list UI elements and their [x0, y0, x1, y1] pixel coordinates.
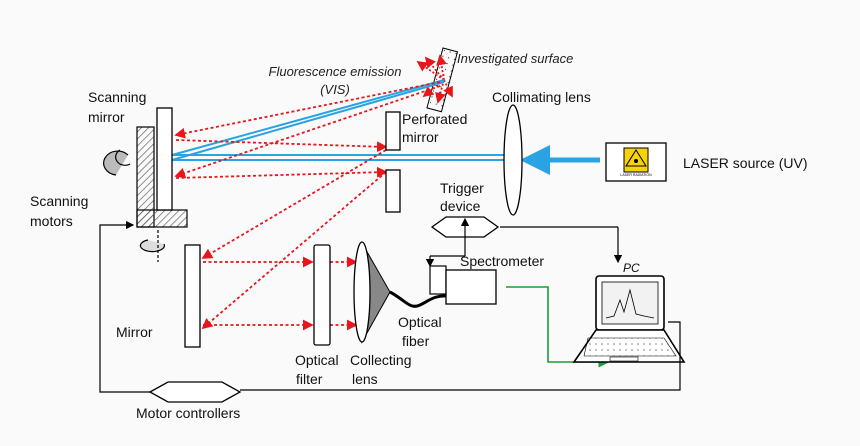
laser-badge-text: LASER RADIATION — [620, 173, 652, 177]
motor-controllers-label: Motor controllers — [136, 405, 240, 421]
optical-filter-label-line1: Optical — [295, 352, 339, 368]
motor-control-line — [99, 220, 150, 393]
optical-fiber-label-line2: fiber — [402, 333, 430, 349]
trigger-device-label-line2: device — [440, 198, 481, 214]
laser-warning-icon — [625, 149, 647, 167]
laptop-pc-icon — [572, 275, 686, 363]
scanning-mirror-label-line2: mirror — [88, 109, 125, 125]
spectrometer — [429, 265, 497, 305]
investigated-surface-label: Investigated surface — [457, 51, 573, 66]
optical-fiber-label-line1: Optical — [398, 314, 442, 330]
fluorescence-label-line1: Fluorescence emission — [269, 64, 402, 79]
laser-source: LASER RADIATION — [605, 142, 667, 182]
mirror-label: Mirror — [116, 324, 153, 340]
perforated-mirror — [385, 111, 401, 213]
trigger-device-label-line1: Trigger — [440, 180, 484, 196]
optical-filter-label-line2: filter — [296, 371, 323, 387]
optical-fiber — [389, 290, 449, 308]
collecting-lens-label-line2: lens — [352, 371, 378, 387]
collimating-lens-label: Collimating lens — [492, 89, 591, 105]
fluorescence-return-path — [174, 81, 441, 331]
scanning-motors-label-line1: Scanning — [30, 193, 88, 209]
laser-source-label: LASER source (UV) — [683, 155, 807, 171]
pc-to-motor-line — [240, 321, 681, 391]
motor-controllers — [148, 381, 242, 403]
scanning-mirror — [136, 107, 188, 228]
perforated-mirror-label-line2: mirror — [402, 129, 439, 145]
scanning-motors-label-line2: motors — [30, 213, 73, 229]
optical-filter — [313, 244, 331, 346]
collecting-lens-label-line1: Collecting — [350, 352, 411, 368]
rotation-icon — [103, 149, 166, 262]
spectrometer-label: Spectrometer — [460, 253, 544, 269]
collecting-lens — [353, 241, 391, 344]
mirror — [184, 244, 201, 348]
pc-label: PC — [623, 261, 640, 275]
fluorescence-label-line2: (VIS) — [320, 82, 350, 97]
perforated-mirror-label-line1: Perforated — [402, 111, 467, 127]
collimating-lens — [503, 104, 523, 216]
scanning-mirror-label-line1: Scanning — [88, 89, 146, 105]
uv-beam — [171, 79, 600, 175]
